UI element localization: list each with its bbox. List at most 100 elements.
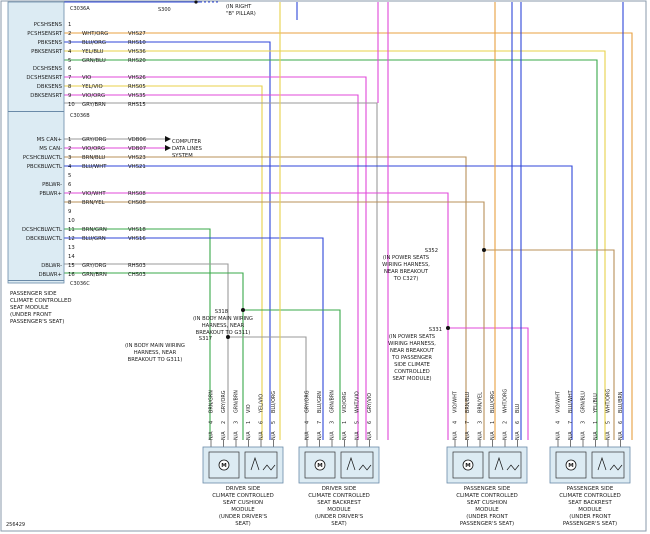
signal-name: PCSHSENSRT <box>27 31 63 37</box>
module-caption-line: (UNDER DRIVER'S <box>219 514 268 520</box>
pin-na: N/A <box>503 431 509 440</box>
pin-number: 4 <box>68 49 72 55</box>
wire-color-code: BRN/YEL <box>82 200 105 206</box>
splice-label-s300: S300 <box>158 7 171 13</box>
wire-color-code: BLU/GRN <box>82 236 106 242</box>
pin-number: 1 <box>68 22 71 28</box>
pin-number: 5 <box>606 421 612 424</box>
pin-color-code: YEL/BLU <box>593 393 599 414</box>
wire-blu-wht-vhs21 <box>64 165 573 440</box>
pin-color-code: WHT/ORG <box>606 389 612 413</box>
splice-note-s331: WIRING HARNESS, <box>388 341 436 347</box>
pin-number: 6 <box>515 421 521 424</box>
computer-data-label-1: COMPUTER <box>172 139 202 145</box>
pin-number: 2 <box>68 146 71 152</box>
module-caption-line: SEAT BACKREST <box>568 500 612 506</box>
motor-symbol: M <box>317 463 322 469</box>
module-caption-line: CLIMATE CONTROLLED <box>456 493 518 499</box>
pin-number: 5 <box>355 421 361 424</box>
pin-color-code: YEL/VIO <box>259 394 265 414</box>
pin-color-code: BLU/WHT <box>568 390 574 413</box>
pin-color-code: VIO/ORG <box>342 391 348 413</box>
pin-number: 15 <box>68 263 75 269</box>
module-caption-line: SEAT CUSHION <box>223 500 263 506</box>
pin-color-code: VIO/WHT <box>453 391 459 413</box>
pin-number: 13 <box>68 245 75 251</box>
circuit-code: VHS21 <box>128 164 146 170</box>
signal-name: DBCKBLWCTL <box>26 236 62 242</box>
computer-data-lines: COMPUTER DATA LINES SYSTEM <box>165 136 202 159</box>
signal-name: DBLWR- <box>41 263 62 269</box>
splice-note-s352: WIRING HARNESS, <box>382 262 430 268</box>
signal-name: DBKSENS <box>37 84 63 90</box>
thermistor-icon <box>346 456 356 471</box>
module-caption-line: PASSENGER SIDE <box>567 486 614 492</box>
module-body <box>446 446 528 484</box>
connector-label-c3036b: C3036B <box>70 113 90 119</box>
pillar-note-2: "B" PILLAR) <box>226 11 256 17</box>
splice-dot-s331 <box>446 326 450 330</box>
pin-number: 3 <box>68 155 71 161</box>
wire-color-code: GRY/BRN <box>82 102 106 108</box>
pin-na: N/A <box>568 431 574 440</box>
signal-name: PBLWR+ <box>39 191 62 197</box>
pin-number: 6 <box>367 421 373 424</box>
circuit-code: CHS08 <box>128 200 146 206</box>
module-caption-line: PASSENGER'S SEAT) <box>10 319 64 325</box>
pin-na: N/A <box>453 431 459 440</box>
wire-blu-grn-vhs16 <box>64 237 324 440</box>
pin-color-code: VIO/WHT <box>556 391 562 413</box>
module-caption-line: (UNDER FRONT <box>466 514 508 520</box>
pin-na: N/A <box>209 431 215 440</box>
pin-number: 5 <box>68 58 71 64</box>
motor-housing <box>555 451 587 479</box>
pin-number: 4 <box>556 421 562 424</box>
pin-na: N/A <box>556 431 562 440</box>
wires-layer <box>64 1 633 440</box>
pin-number: 4 <box>453 421 459 424</box>
connector-label-c3036a: C3036A <box>70 6 90 12</box>
wire-yel-blu-vhs36 <box>64 50 606 440</box>
pin-number: 10 <box>68 218 75 224</box>
pin-color-code: BLU/BRN <box>618 391 624 413</box>
wire-s318-feed <box>243 309 341 440</box>
pin-number: 2 <box>221 421 227 424</box>
pin-color-code: BLU/ORG <box>490 391 496 413</box>
pin-number: 9 <box>68 93 71 99</box>
wire-yel-vio-rhs05 <box>64 85 263 440</box>
pin-na: N/A <box>478 431 484 440</box>
module-caption-line: SEAT) <box>331 521 347 527</box>
pin-na: N/A <box>367 431 373 440</box>
wire-gry-org-rhs03 <box>64 263 229 440</box>
pin-na: N/A <box>355 431 361 440</box>
sensor-housing <box>591 451 625 479</box>
arrow-icon <box>165 145 171 151</box>
pin-na: N/A <box>606 431 612 440</box>
pin-number: 11 <box>68 227 75 233</box>
wire-color-code: GRY/ORG <box>82 137 106 143</box>
motor-icon <box>314 459 326 471</box>
splice-dot-s300 <box>194 0 198 4</box>
pin-number: 1 <box>490 421 496 424</box>
pin-color-code: BRN/YEL <box>478 392 484 413</box>
module-caption-line: (UNDER FRONT <box>569 514 611 520</box>
pin-na: N/A <box>305 431 311 440</box>
module-caption-line: DRIVER SIDE <box>226 486 261 492</box>
splice-dot-s317 <box>226 335 230 339</box>
pin-na: N/A <box>581 431 587 440</box>
wire-vio-org-vhs35 <box>64 94 359 440</box>
module-caption: PASSENGER SIDE CLIMATE CONTROLLED SEAT M… <box>10 291 72 325</box>
signal-name: MS CAN- <box>39 146 62 152</box>
splice-note-s317: HARNESS, NEAR <box>134 350 177 356</box>
splice-id-s352: S352 <box>425 248 438 254</box>
module-caption-line: MODULE <box>327 507 351 513</box>
splice-note-s331: NEAR BREAKOUT <box>390 348 435 354</box>
pin-number: 9 <box>68 209 71 215</box>
pin-color-code: BLU/ORG <box>271 391 277 413</box>
pin-color-code: GRY/ORG <box>305 390 311 413</box>
circuit-code: VHS26 <box>128 75 146 81</box>
splice-note-s331: SIDE CLIMATE <box>394 362 430 368</box>
seat-module-3: VIO/WHTN/A4BRN/BLUN/A7BRN/YELN/A3BLU/ORG… <box>446 389 528 527</box>
module-caption-line: MODULE <box>475 507 499 513</box>
heater-element-icon <box>358 464 372 471</box>
